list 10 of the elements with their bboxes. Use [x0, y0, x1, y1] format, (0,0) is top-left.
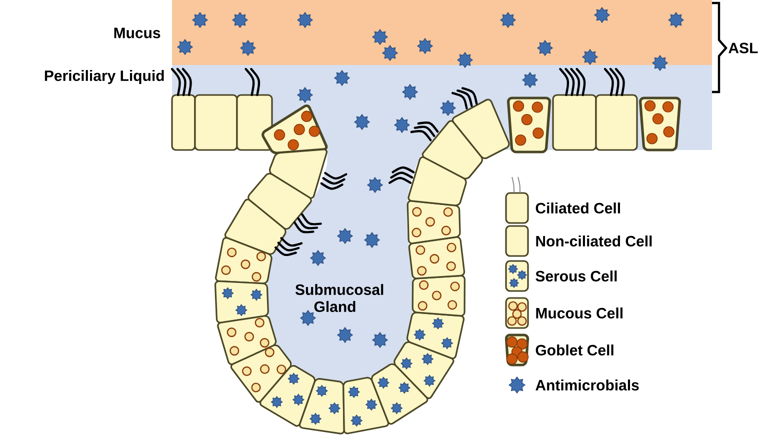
- legend-text: Non-ciliated Cell: [536, 236, 652, 246]
- legend-text: Antimicrobials: [536, 380, 639, 390]
- region-label: Submucosal Gland: [295, 284, 384, 312]
- region-label: Periciliary Liquid: [44, 70, 164, 84]
- legend-text: Goblet Cell: [536, 344, 614, 356]
- legend-text: Serous Cell: [536, 270, 617, 282]
- legend-text: Mucous Cell: [536, 308, 622, 318]
- legend-text: Ciliated Cell: [536, 202, 620, 214]
- region-label: ASL: [728, 42, 758, 54]
- region-label: Mucus: [114, 28, 160, 38]
